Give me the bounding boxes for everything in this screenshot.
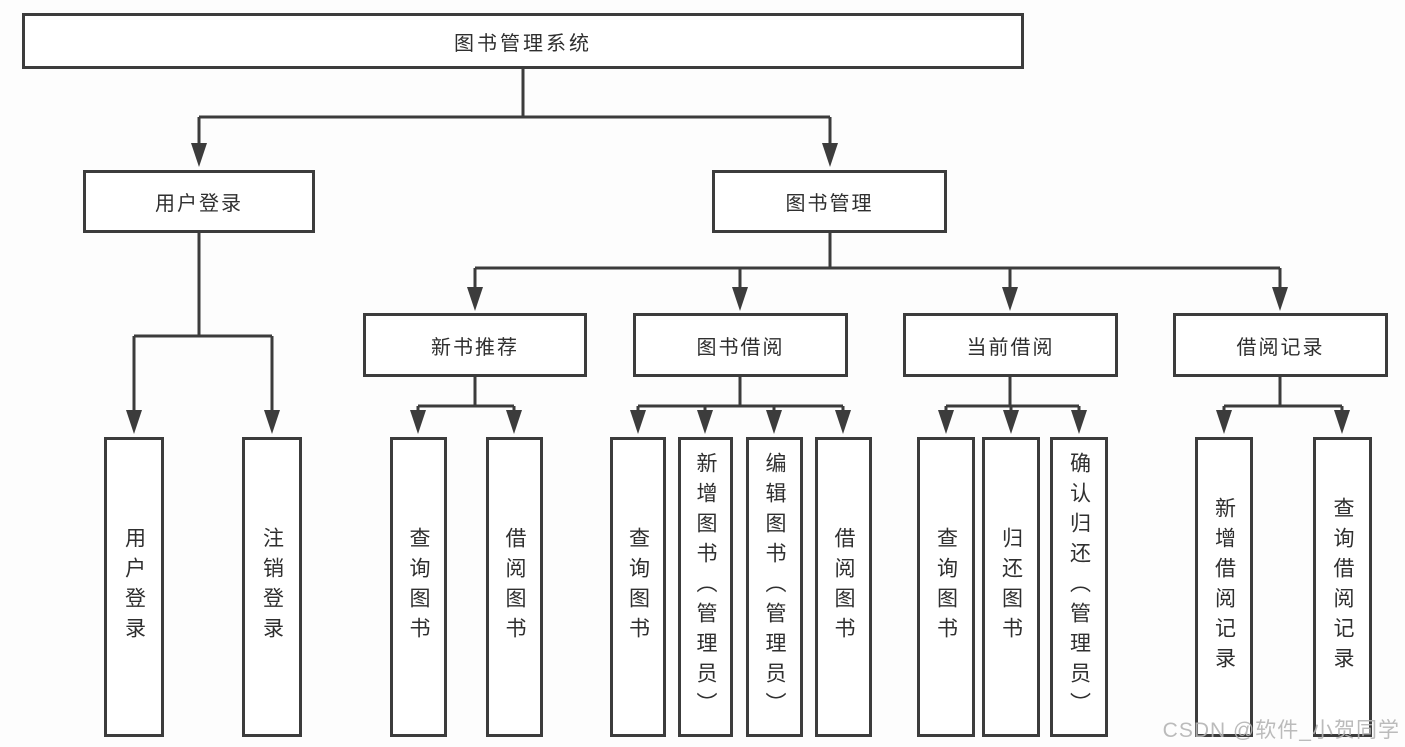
node-label: 图书借阅	[696, 336, 785, 359]
node-label: 归还图书	[999, 527, 1023, 647]
node-current-borrowing: 当前借阅	[903, 313, 1118, 377]
edges-new-book-group	[410, 377, 522, 434]
node-label: 新增图书（管理员）	[694, 452, 717, 722]
edges-book-borrow-group	[630, 377, 851, 434]
edge-arrowhead	[732, 287, 748, 311]
node-user-login: 用户登录	[83, 170, 315, 233]
leaf-add-books-admin: 新增图书（管理员）	[678, 437, 733, 737]
node-label: 新增借阅记录	[1212, 497, 1236, 677]
leaf-user-login: 用户登录	[104, 437, 164, 737]
leaf-confirm-return-admin: 确认归还（管理员）	[1050, 437, 1108, 737]
leaf-return-books: 归还图书	[982, 437, 1040, 737]
edges-current-borrow-group	[938, 377, 1087, 434]
edges-root-to-level1	[191, 68, 838, 167]
edge-arrowhead	[630, 410, 646, 434]
node-label: 图书管理	[785, 193, 874, 215]
node-label: 编辑图书（管理员）	[763, 452, 786, 722]
leaf-borrow-books-recommend: 借阅图书	[486, 437, 543, 737]
edge-arrowhead	[506, 410, 522, 434]
node-label: 借阅记录	[1236, 336, 1325, 359]
leaf-add-borrow-record: 新增借阅记录	[1195, 437, 1253, 737]
leaf-query-books-borrow: 查询图书	[610, 437, 666, 737]
node-label: 用户登录	[155, 193, 243, 215]
edges-book-mgmt-children	[467, 233, 1288, 311]
edge-arrowhead	[1002, 287, 1018, 311]
edge-arrowhead	[410, 410, 426, 434]
node-library-management-system: 图书管理系统	[22, 13, 1024, 69]
node-borrowing-records: 借阅记录	[1173, 313, 1388, 377]
leaf-logout: 注销登录	[242, 437, 302, 737]
edge-arrowhead	[264, 410, 280, 434]
edge-arrowhead	[1334, 410, 1350, 434]
node-label: 确认归还（管理员）	[1067, 452, 1091, 722]
edge-arrowhead	[126, 410, 142, 434]
csdn-watermark: CSDN @软件_小贺同学	[1162, 719, 1400, 742]
leaf-query-books-current: 查询图书	[917, 437, 975, 737]
edge-arrowhead	[191, 143, 207, 167]
leaf-edit-books-admin: 编辑图书（管理员）	[746, 437, 803, 737]
leaf-query-books-recommend: 查询图书	[390, 437, 447, 737]
node-label: 查询图书	[626, 527, 650, 647]
node-new-book-recommendation: 新书推荐	[363, 313, 587, 377]
edges-user-login-children	[126, 233, 280, 434]
node-label: 查询图书	[407, 527, 430, 647]
edge-arrowhead	[1216, 410, 1232, 434]
edges-borrow-records-group	[1216, 377, 1350, 434]
edge-arrowhead	[835, 410, 851, 434]
node-label: 借阅图书	[832, 527, 855, 647]
leaf-query-borrow-record: 查询借阅记录	[1313, 437, 1372, 737]
node-label: 注销登录	[260, 527, 284, 647]
edge-arrowhead	[697, 410, 713, 434]
node-label: 查询图书	[934, 527, 958, 647]
edge-arrowhead	[766, 410, 782, 434]
leaf-borrow-books: 借阅图书	[815, 437, 872, 737]
node-book-borrowing: 图书借阅	[633, 313, 848, 377]
node-label: 查询借阅记录	[1331, 497, 1354, 677]
edge-arrowhead	[1071, 410, 1087, 434]
node-book-management: 图书管理	[712, 170, 947, 233]
node-label: 用户登录	[122, 527, 146, 647]
edge-arrowhead	[1003, 410, 1019, 434]
edge-arrowhead	[822, 143, 838, 167]
edge-arrowhead	[1272, 287, 1288, 311]
node-label: 新书推荐	[431, 336, 519, 359]
edge-arrowhead	[467, 287, 483, 311]
edge-arrowhead	[938, 410, 954, 434]
node-label: 图书管理系统	[454, 32, 592, 55]
node-label: 借阅图书	[503, 527, 526, 647]
node-label: 当前借阅	[966, 336, 1055, 359]
